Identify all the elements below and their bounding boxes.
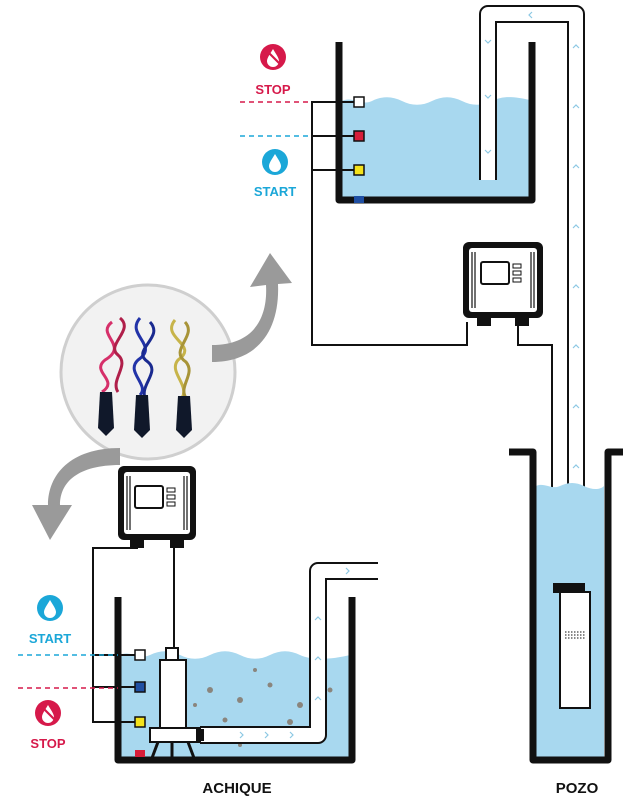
achique-probe-yellow [135, 717, 145, 727]
top-stop-label: STOP [255, 82, 290, 97]
level-controller-icon [463, 242, 543, 326]
pozo-label: POZO [556, 780, 599, 797]
achique-probe-blue [135, 682, 145, 692]
top-probe-white [354, 97, 364, 107]
curved-arrow-icon [212, 253, 292, 362]
probe-photo [61, 285, 235, 459]
top-start-label: START [254, 184, 296, 199]
no-water-drop-icon [260, 44, 286, 70]
level-controller-icon [118, 466, 196, 548]
no-water-drop-icon [35, 700, 61, 726]
achique-probe-red [135, 750, 145, 757]
achique-probe-white [135, 650, 145, 660]
achique-label: ACHIQUE [202, 780, 271, 797]
top-probe-blue [354, 196, 364, 203]
top-tank [339, 42, 532, 200]
top-probe-yellow [354, 165, 364, 175]
water-drop-icon [262, 149, 288, 175]
curved-arrow-icon [32, 448, 120, 540]
top-probe-red [354, 131, 364, 141]
water-drop-icon [37, 595, 63, 621]
achique-stop-label: STOP [30, 736, 65, 751]
achique-start-label: START [29, 631, 71, 646]
top-tank-water [342, 97, 530, 199]
